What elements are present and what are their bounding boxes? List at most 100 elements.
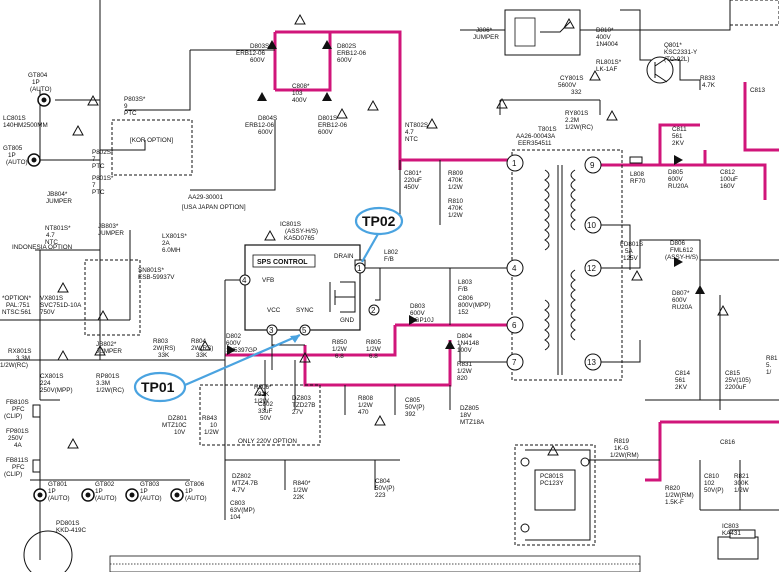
tp01-callout: TP01 bbox=[133, 333, 301, 403]
j806-label: J806*JUMPER bbox=[473, 27, 499, 41]
hatched-border bbox=[109, 555, 641, 572]
node-1: 1 bbox=[512, 159, 517, 168]
vfb-label: VFB bbox=[262, 277, 274, 284]
usa-option-label: [USA JAPAN OPTION] bbox=[182, 204, 246, 211]
black-wires bbox=[0, 0, 779, 560]
terminals bbox=[23, 93, 184, 572]
transistor-q801 bbox=[646, 56, 674, 84]
ic803-block bbox=[717, 536, 759, 560]
node-7: 7 bbox=[512, 358, 517, 367]
node-circles bbox=[239, 154, 602, 371]
jb802-label: JB802*JUMPER bbox=[96, 341, 122, 355]
vcc-label: VCC bbox=[267, 307, 281, 314]
warning-triangles bbox=[57, 13, 729, 456]
kor-option-label: [KOR OPTION] bbox=[130, 137, 173, 144]
tp02-callout: TP02 bbox=[354, 206, 404, 263]
transformer-coils bbox=[544, 165, 576, 375]
c816-label: C816 bbox=[720, 439, 736, 446]
tp02-text: TP02 bbox=[362, 213, 396, 229]
rl801-label: RL801S*LK-1AF bbox=[596, 59, 622, 73]
ic-pin-3: 3 bbox=[269, 326, 274, 335]
gnd-label: GND bbox=[340, 317, 354, 324]
node-9: 9 bbox=[590, 161, 595, 170]
only-220v-label: ONLY 220V OPTION bbox=[238, 438, 297, 445]
c813-label: C813 bbox=[750, 87, 766, 94]
drain-label: DRAIN bbox=[334, 253, 354, 260]
ic-pin-1: 1 bbox=[357, 264, 362, 273]
node-13: 13 bbox=[587, 358, 596, 367]
indonesia-option-label: INDONESIA OPTION bbox=[12, 244, 73, 251]
ic801-block bbox=[244, 244, 361, 331]
node-12: 12 bbox=[587, 264, 596, 273]
aa29-label: AA29-30001 bbox=[188, 194, 224, 201]
node-6: 6 bbox=[512, 321, 517, 330]
node-4: 4 bbox=[512, 264, 517, 273]
ic-pin-5: 5 bbox=[302, 326, 307, 335]
sps-control-label: SPS CONTROL bbox=[257, 259, 308, 266]
primary-pink-wires bbox=[225, 30, 779, 482]
optocoupler-pc801 bbox=[520, 457, 590, 533]
sn801-label: SN801S*ESB-59937V bbox=[138, 267, 175, 281]
node-10: 10 bbox=[587, 221, 596, 230]
ic-pin-2: 2 bbox=[371, 306, 376, 315]
